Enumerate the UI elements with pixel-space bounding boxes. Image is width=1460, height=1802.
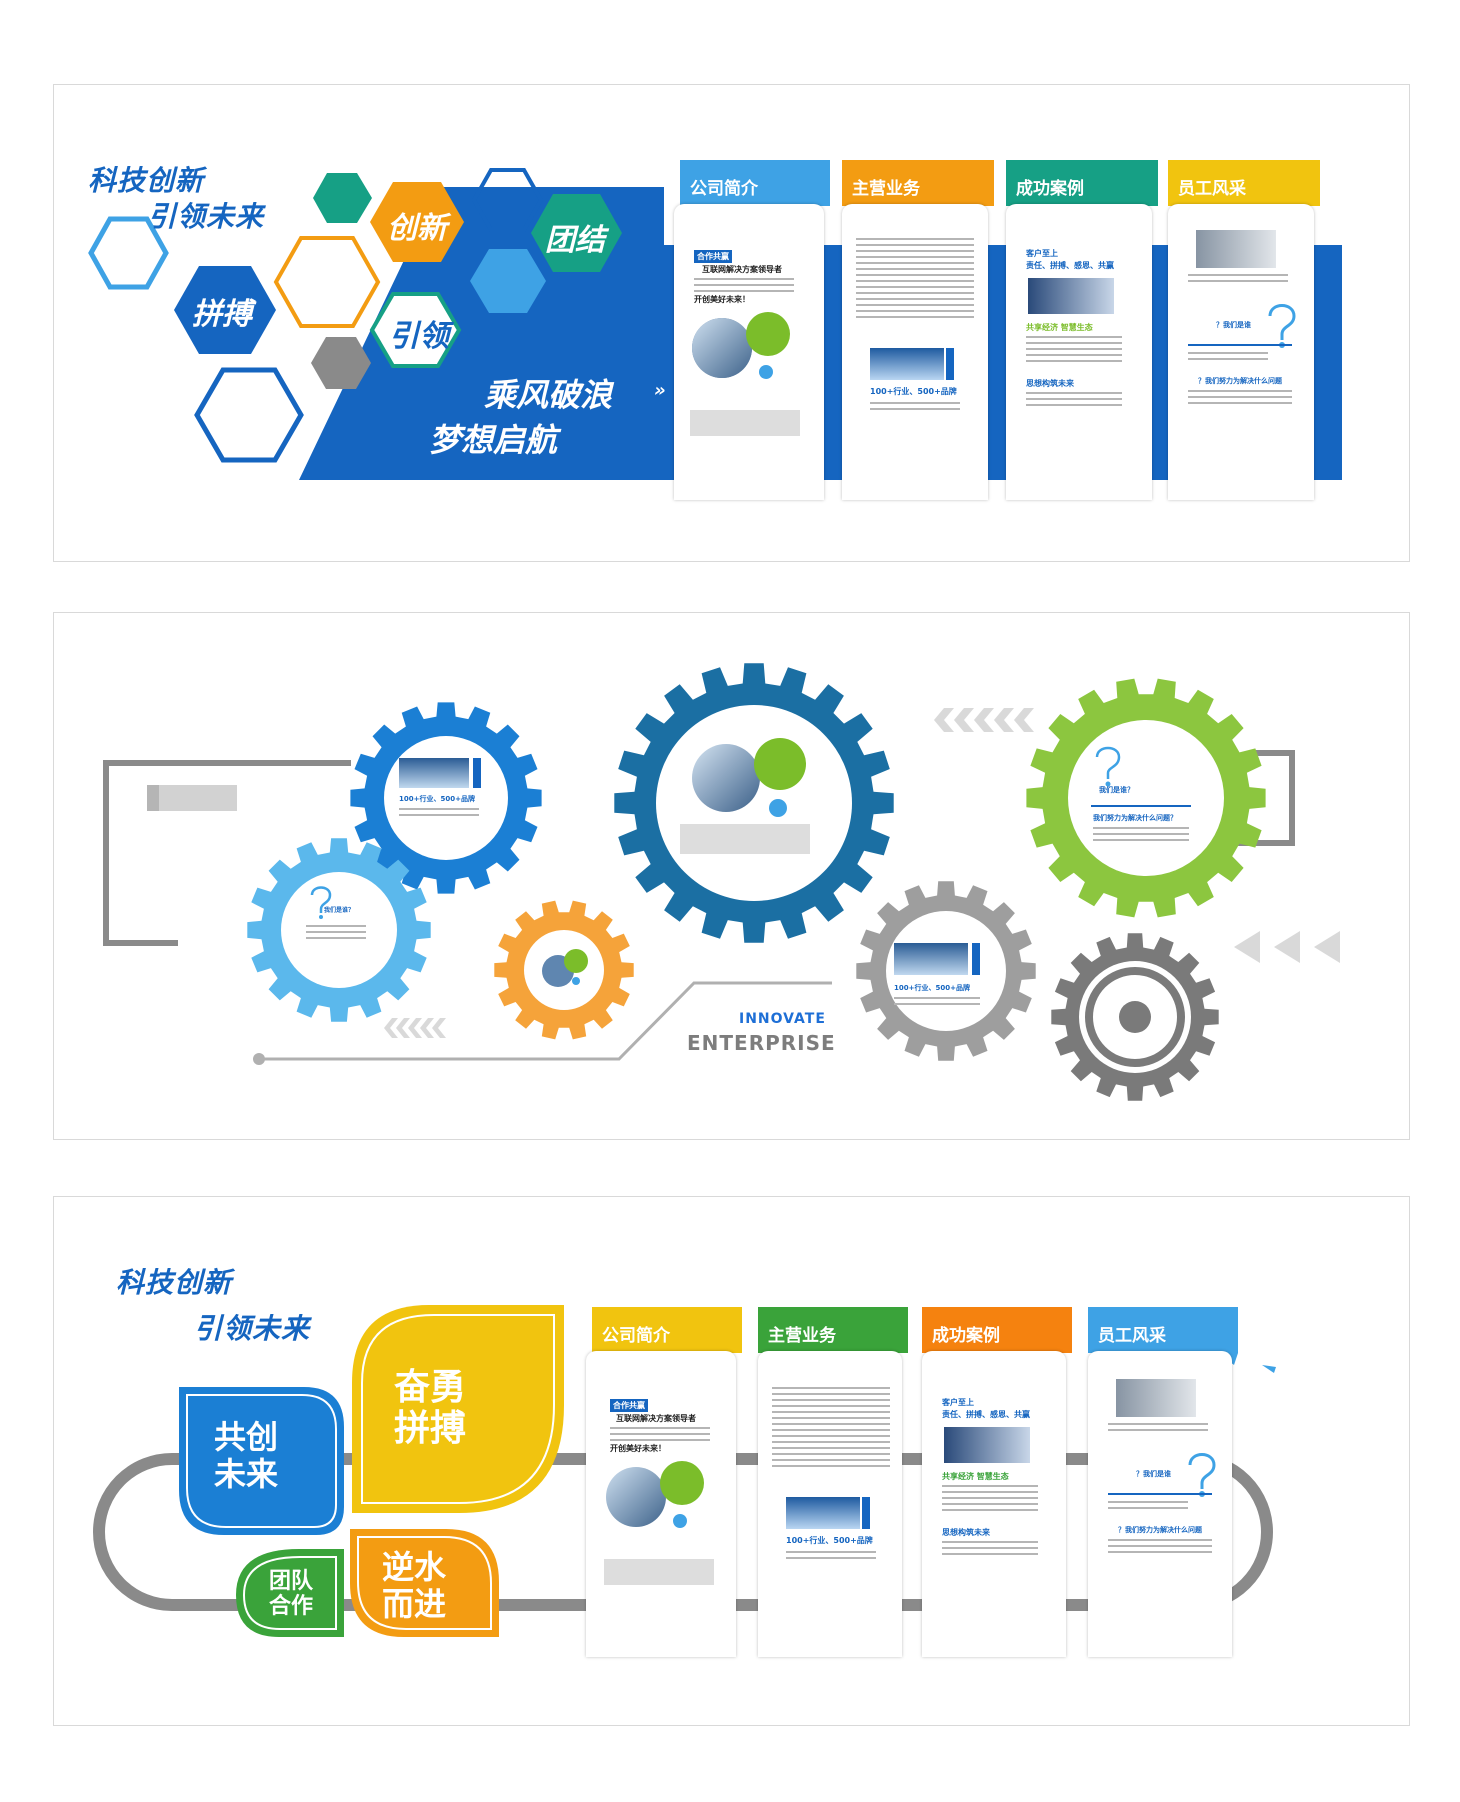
hex-outline-teal-yinling <box>369 292 462 368</box>
skyline-image <box>870 348 944 380</box>
slogan-line-2: 引领未来 <box>194 1312 311 1345</box>
slogan-line-2: 引领未来 <box>148 200 265 233</box>
hex-word-chuangxin: 创新 <box>387 211 447 246</box>
hex-outline-blue <box>194 367 304 463</box>
building-image <box>692 738 806 817</box>
hex-teal-tuanjie <box>531 194 622 272</box>
leaf-blue-text: 共创 未来 <box>214 1418 279 1493</box>
card-company-intro[interactable]: 公司简介 合作共赢 互联网解决方案领导者 开创美好未来！ <box>674 160 830 500</box>
hex-orange-chuangxin <box>370 182 464 262</box>
chevron-left-icon <box>1234 931 1340 963</box>
card-company-intro[interactable]: 公司简介 合作共赢 互联网解决方案领导者 开创美好未来！ <box>586 1307 742 1657</box>
card-main-business[interactable]: 主营业务 100+行业、500+品牌 <box>758 1307 908 1657</box>
hex-word-tuanjie: 团结 <box>545 223 605 258</box>
building-image <box>692 312 790 379</box>
card-success-cases[interactable]: 成功案例 客户至上 责任、拼搏、感恩、共赢 共享经济 智慧生态 思想构筑未来 <box>1006 160 1158 500</box>
question-icon <box>1095 746 1121 787</box>
card-title: 主营业务 <box>758 1307 908 1353</box>
hex-outline-orange <box>273 236 381 328</box>
slogan-line-1: 科技创新 <box>88 164 205 197</box>
card-title: 公司简介 <box>592 1307 742 1353</box>
handshake-image <box>1028 278 1114 314</box>
slogan-line-1: 科技创新 <box>116 1266 233 1299</box>
circuit-line <box>259 981 832 1061</box>
hex-word-yinling: 引领 <box>389 319 449 354</box>
panel-leaf-wall: 科技创新 引领未来 奋勇 拼搏 共创 未来 团队 合作 逆水 而进 公司简介 合… <box>53 1196 1410 1726</box>
question-icon <box>1188 1453 1216 1497</box>
gear-content-2: 我们是谁？ <box>304 883 374 963</box>
leaf-orange <box>350 1529 499 1637</box>
handshake-image <box>944 1427 1030 1463</box>
card-title: 员工风采 <box>1088 1307 1238 1353</box>
keyboard-image <box>1116 1379 1196 1417</box>
gear-content-4: 100+行业、500+品牌 <box>894 943 1004 1023</box>
card-success-cases[interactable]: 成功案例 客户至上 责任、拼搏、感恩、共赢 共享经济 智慧生态 思想构筑未来 <box>922 1307 1072 1657</box>
gear-graphics <box>103 663 1340 1101</box>
motto-line-1: 乘风破浪 <box>484 376 613 414</box>
leaf-orange-text: 逆水 而进 <box>382 1548 447 1623</box>
motto-line-2: 梦想启航 <box>429 421 558 459</box>
building-image <box>606 1461 704 1528</box>
panel-hexagon-wall: 科技创新 引领未来 拼搏 创新 团结 引领 乘风破浪 » 梦想启航 公司简介 合… <box>53 84 1410 562</box>
card-staff-style[interactable]: 员工风采 ？我们是谁 ？我们努力为解决什么问题 <box>1168 160 1320 500</box>
card-tag: 合作共赢 <box>694 250 732 263</box>
keyboard-image <box>1196 230 1276 268</box>
chevron-right-icon: » <box>654 380 666 401</box>
hex-word-pinbo: 拼搏 <box>192 297 252 332</box>
chevron-left-icon <box>384 1018 446 1038</box>
gear-content-small <box>536 943 596 993</box>
card-title: 公司简介 <box>680 160 830 206</box>
chevron-left-icon <box>934 708 1034 732</box>
leaf-green-text: 团队 合作 <box>269 1569 314 1620</box>
gear-gray-right <box>1051 933 1219 1101</box>
enterprise-label: ENTERPRISE <box>687 1031 836 1055</box>
paper-plane-icon <box>1262 1365 1276 1373</box>
gear-content-1: 100+行业、500+品牌 <box>399 758 489 848</box>
leaf-green <box>236 1549 344 1637</box>
hex-teal-small <box>313 173 372 223</box>
leaf-yellow <box>352 1305 564 1513</box>
card-title: 主营业务 <box>842 160 994 206</box>
building-image <box>542 949 588 987</box>
gear-green-right <box>1026 678 1266 918</box>
panel-gear-wall: 100+行业、500+品牌 我们是谁？ 我们是谁？ 我们努力为解决什么问题？ 1 <box>53 612 1410 1140</box>
card-title: 成功案例 <box>922 1307 1072 1353</box>
hex-lightblue <box>470 249 546 313</box>
card-staff-style[interactable]: 员工风采 ？我们是谁 ？我们努力为解决什么问题 <box>1088 1307 1238 1657</box>
skyline-image <box>786 1497 860 1529</box>
hex-blue-pinbo <box>174 266 276 354</box>
card-main-business[interactable]: 主营业务 100+行业、500+品牌 <box>842 160 994 500</box>
question-icon <box>1268 304 1296 348</box>
card-title: 员工风采 <box>1168 160 1320 206</box>
question-icon <box>310 886 332 919</box>
gray-bar <box>147 785 237 811</box>
gear-content-center <box>674 728 824 868</box>
gear-content-3: 我们是谁？ 我们努力为解决什么问题？ <box>1089 743 1199 853</box>
connector-line-left <box>103 760 351 946</box>
connector-line-right <box>1234 750 1295 846</box>
leaf-yellow-text: 奋勇 拼搏 <box>394 1367 467 1450</box>
hex-outline-small <box>471 168 544 232</box>
hex-outline-lightblue <box>88 216 169 290</box>
hex-gray <box>311 337 371 389</box>
card-title: 成功案例 <box>1006 160 1158 206</box>
innovate-label: INNOVATE <box>739 1011 826 1027</box>
leaf-blue <box>179 1387 344 1535</box>
gear-lightblue-left <box>247 838 431 1022</box>
